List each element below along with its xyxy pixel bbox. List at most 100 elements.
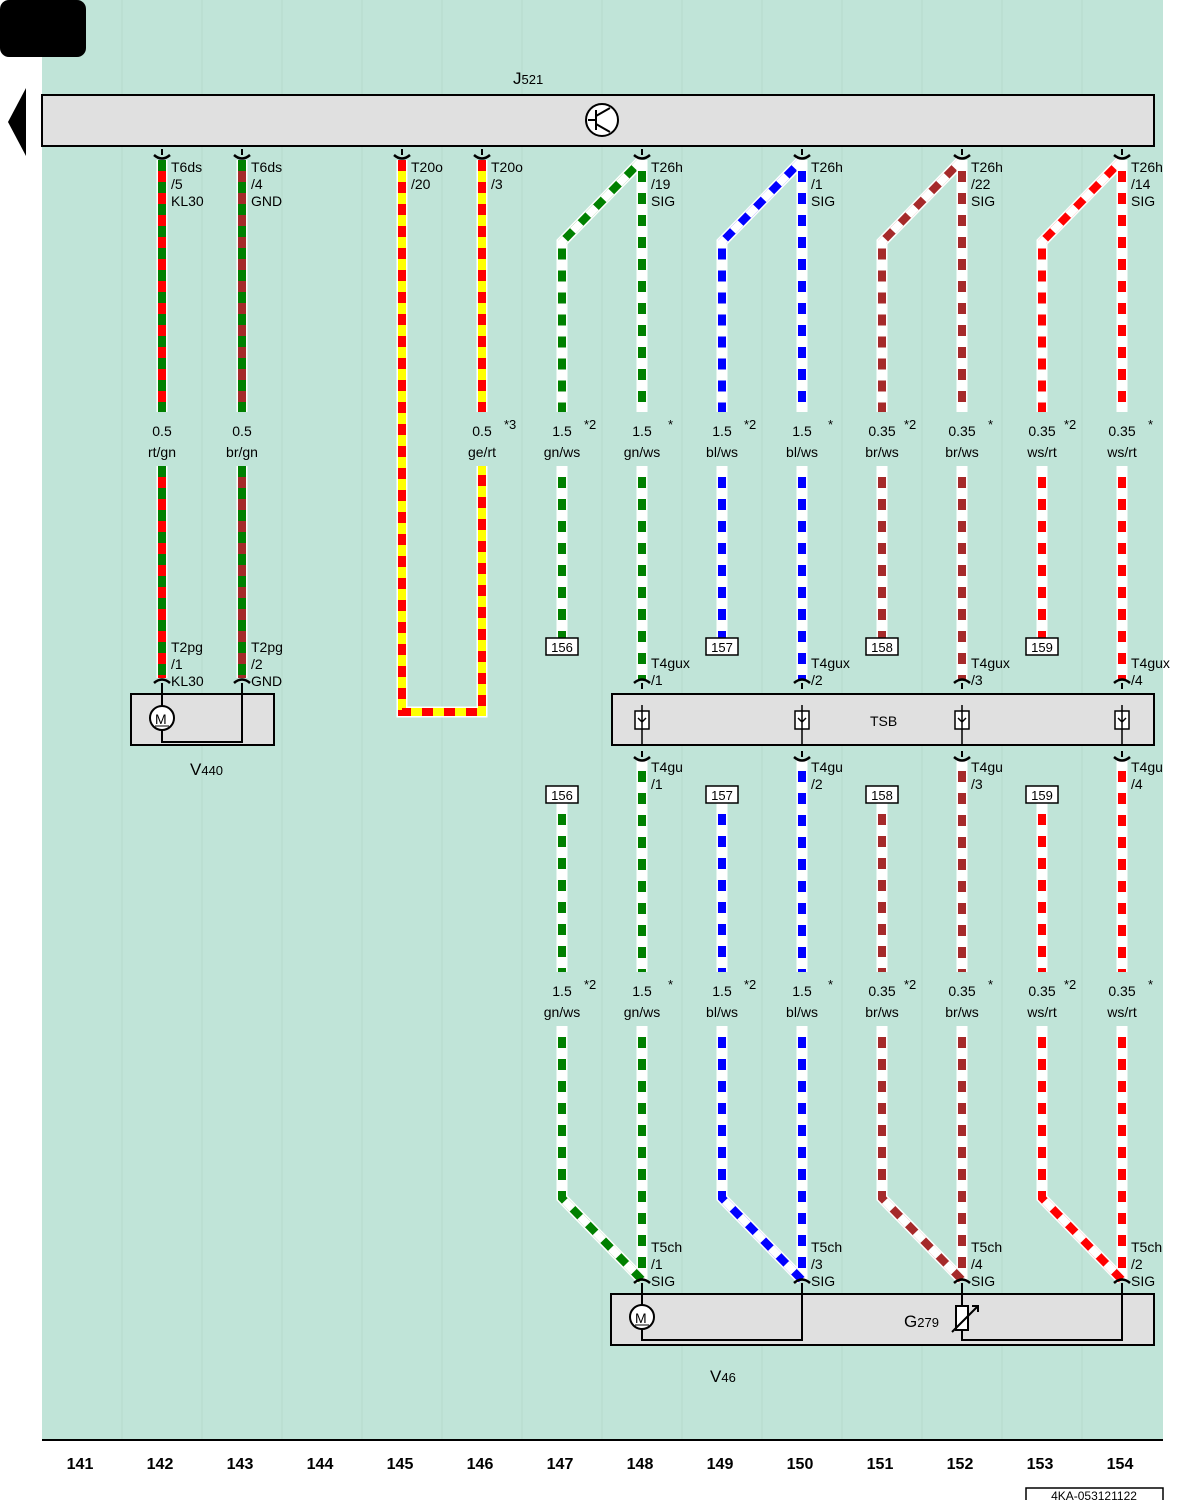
- connector-label: T4gu/2: [811, 759, 843, 792]
- wire-ge-rt[interactable]: [396, 160, 488, 718]
- wire-branch[interactable]: [876, 1026, 966, 1284]
- ref-box[interactable]: 157: [705, 637, 739, 656]
- tsb-component[interactable]: [611, 693, 1155, 746]
- j521-label: J521: [513, 69, 543, 88]
- connector-label: T4gux/2: [811, 655, 850, 688]
- wire-branch[interactable]: [716, 156, 806, 412]
- connector-label: T4gu/3: [971, 759, 1003, 792]
- ref-box[interactable]: 156: [545, 637, 579, 656]
- wire-note: *2: [904, 977, 916, 992]
- v440-label: V440: [190, 760, 223, 779]
- connector-pin: [233, 154, 251, 160]
- column-number: 142: [147, 1456, 174, 1473]
- tsb-label: TSB: [870, 713, 897, 729]
- connector-pin: [633, 678, 651, 684]
- wire-branch[interactable]: [876, 156, 966, 412]
- wire-branch[interactable]: [1036, 1026, 1126, 1284]
- ref-box[interactable]: 159: [1025, 785, 1059, 804]
- ref-box[interactable]: 159: [1025, 637, 1059, 656]
- back-arrow-icon[interactable]: [8, 88, 26, 156]
- svg-text:156: 156: [551, 640, 573, 655]
- ref-box[interactable]: 156: [545, 785, 579, 804]
- wire-branch[interactable]: [716, 1026, 806, 1284]
- wire-branch[interactable]: [556, 1026, 646, 1284]
- column-number: 148: [627, 1456, 654, 1473]
- connector-pin: [953, 756, 971, 762]
- wire-note: *: [668, 977, 673, 992]
- column-number: 150: [787, 1456, 814, 1473]
- svg-text:M: M: [635, 1310, 647, 1326]
- svg-text:158: 158: [871, 640, 893, 655]
- tsb-pin-icon: [954, 705, 970, 745]
- ref-box[interactable]: 158: [865, 637, 899, 656]
- tsb-pin-icons: [634, 705, 1130, 745]
- connector-pin: [1113, 756, 1131, 762]
- doc-reference: 4KA-053121122: [1025, 1487, 1164, 1500]
- page-tab[interactable]: [0, 0, 86, 57]
- svg-text:156: 156: [551, 788, 573, 803]
- tsb-pin-icon: [794, 705, 810, 745]
- svg-text:M: M: [155, 711, 167, 727]
- tsb-pin-icon: [1114, 705, 1130, 745]
- connector-label: T20o/3: [491, 159, 523, 192]
- svg-text:158: 158: [871, 788, 893, 803]
- column-number: 145: [387, 1456, 414, 1473]
- svg-text:159: 159: [1031, 640, 1053, 655]
- connector-label: T4gu/1: [651, 759, 683, 792]
- wire-branch[interactable]: [556, 156, 646, 412]
- connector-label: T4gu/4: [1131, 759, 1163, 792]
- tsb-pin-icon: [634, 705, 650, 745]
- wire-note: *: [668, 417, 673, 432]
- wire-note: *2: [904, 417, 916, 432]
- wires: [156, 156, 1128, 1284]
- ref-box[interactable]: 158: [865, 785, 899, 804]
- ref-box[interactable]: 157: [705, 785, 739, 804]
- v46-g279-component[interactable]: [610, 1293, 1155, 1346]
- wire-note: *2: [1064, 417, 1076, 432]
- connector-label: T4gux/4: [1131, 655, 1170, 688]
- connector-pin: [633, 154, 651, 160]
- column-number: 149: [707, 1456, 734, 1473]
- connector-pin: [633, 1278, 651, 1284]
- connector-pin: [153, 154, 171, 160]
- column-number: 143: [227, 1456, 254, 1473]
- v46-label: V46: [710, 1367, 736, 1386]
- column-number: 154: [1107, 1456, 1134, 1473]
- connector-pin: [633, 756, 651, 762]
- connector-label: T4gux/3: [971, 655, 1010, 688]
- column-numbers: 141 142 143 144 145 146 147 148 149 150 …: [67, 1456, 1134, 1473]
- wire-note: *2: [584, 977, 596, 992]
- connector-pin: [793, 154, 811, 160]
- wire-note: *2: [744, 977, 756, 992]
- wire-note: *: [988, 977, 993, 992]
- connector-pins: [153, 149, 1131, 1289]
- column-number: 144: [307, 1456, 334, 1473]
- wire-note: *: [988, 417, 993, 432]
- wire-branch[interactable]: [1036, 156, 1126, 412]
- connector-pin: [473, 154, 491, 160]
- connector-pin: [1113, 154, 1131, 160]
- connector-pin: [233, 678, 251, 684]
